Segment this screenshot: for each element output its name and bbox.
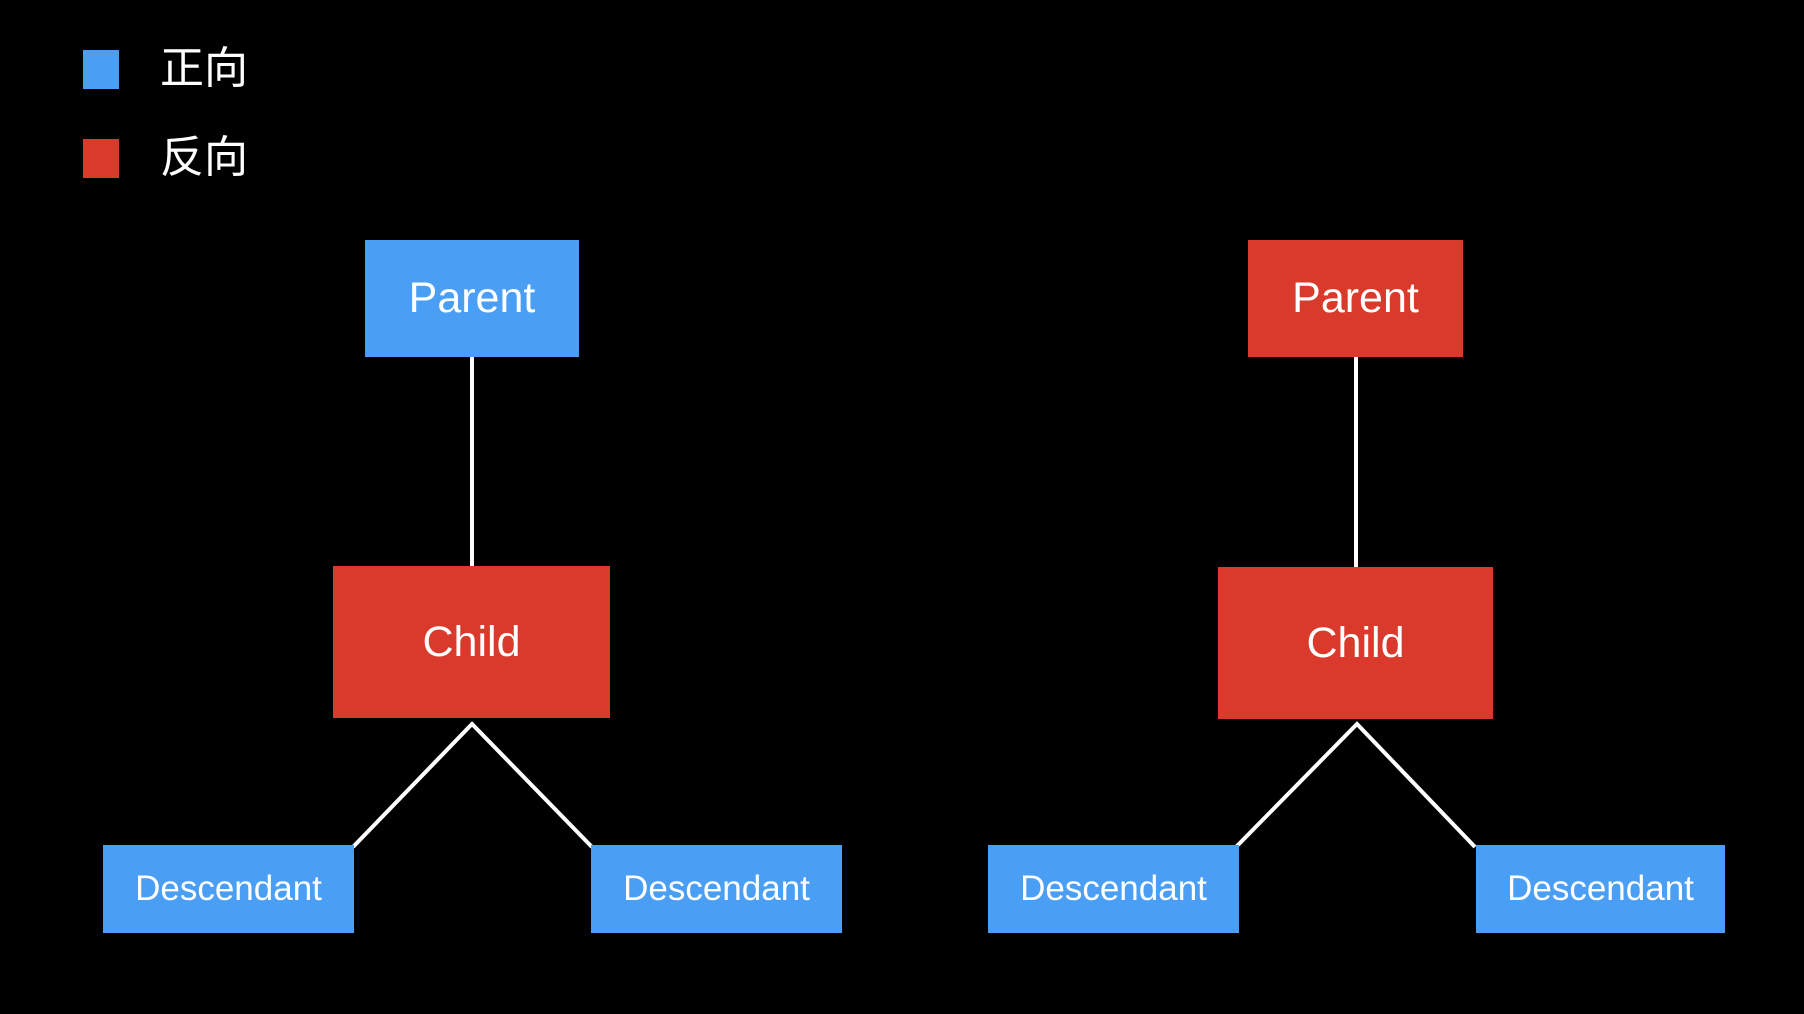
forward-legend-label: 正向 [160,44,248,93]
left-child-descendants-connector [351,721,594,849]
right-parent-node: Parent [1248,240,1463,357]
legend-item-reverse: 反向 [83,132,248,184]
right-descendant-right-label: Descendant [1507,869,1694,908]
left-descendant-left-node: Descendant [103,845,354,933]
reverse-legend-label: 反向 [160,133,248,182]
reverse-color-swatch [83,138,119,178]
right-child-label: Child [1306,618,1405,667]
left-descendant-right-node: Descendant [591,845,842,933]
right-child-descendants-connector [1234,721,1477,849]
left-child-node: Child [333,566,610,718]
right-child-node: Child [1218,567,1493,719]
left-parent-label: Parent [408,274,536,322]
forward-color-swatch [83,49,119,89]
left-descendant-left-label: Descendant [135,869,322,908]
legend-item-forward: 正向 [83,43,248,95]
legend: 正向 反向 [83,43,248,184]
right-descendant-left-label: Descendant [1020,869,1207,908]
right-parent-label: Parent [1292,274,1419,322]
left-child-label: Child [422,617,521,666]
right-descendant-right-node: Descendant [1476,845,1725,933]
left-descendant-right-label: Descendant [623,869,810,908]
left-parent-node: Parent [365,240,579,357]
right-descendant-left-node: Descendant [988,845,1239,933]
